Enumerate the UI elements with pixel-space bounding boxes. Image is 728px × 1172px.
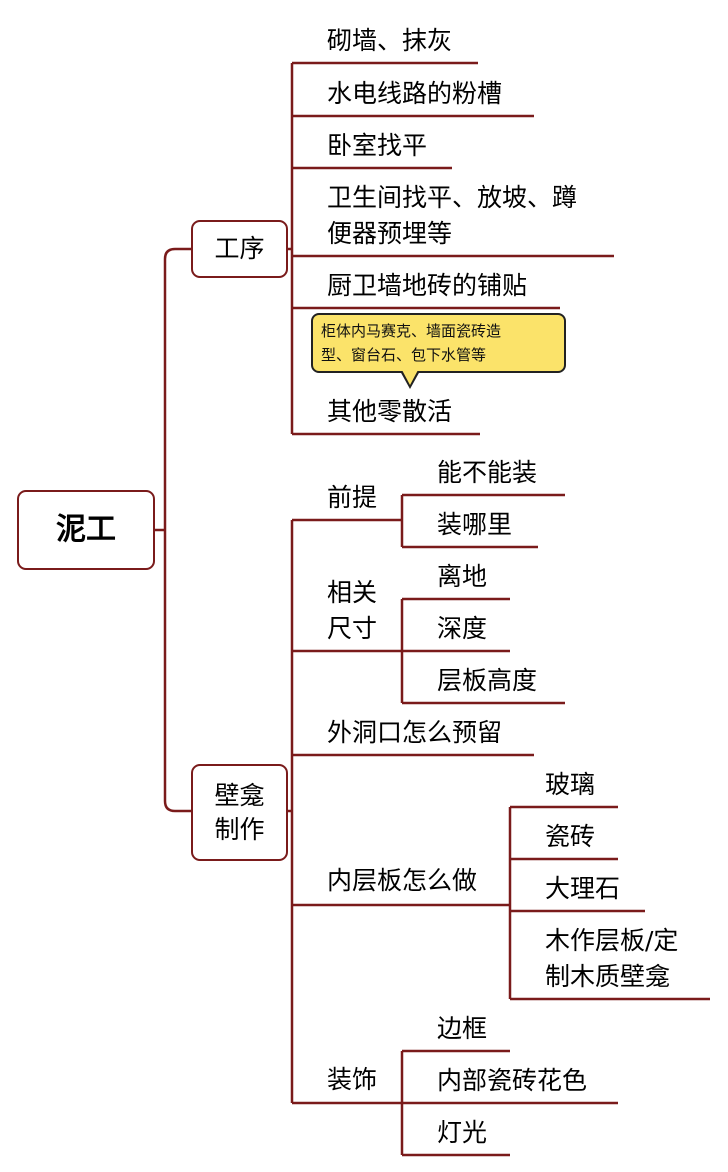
node-dalishi[interactable]: 大理石 xyxy=(545,874,621,903)
node-xiangguan-line1[interactable]: 相关 xyxy=(327,578,378,607)
node-cizhuan[interactable]: 瓷砖 xyxy=(545,822,596,851)
node-qita[interactable]: 其他零散活 xyxy=(327,397,453,426)
node-dengguang[interactable]: 灯光 xyxy=(437,1118,488,1147)
gongxu-label: 工序 xyxy=(214,234,265,263)
node-muzuo-line1[interactable]: 木作层板/定 xyxy=(545,926,679,955)
node-qiqiang[interactable]: 砌墙、抹灰 xyxy=(327,26,453,55)
node-zhuangshi[interactable]: 装饰 xyxy=(327,1065,378,1094)
node-xiangguan-line2[interactable]: 尺寸 xyxy=(327,614,378,643)
node-fencao[interactable]: 水电线路的粉槽 xyxy=(327,79,503,108)
node-muzuo-line2[interactable]: 制木质壁龛 xyxy=(545,962,671,991)
node-nengbuneng[interactable]: 能不能装 xyxy=(437,458,538,487)
node-biankuang[interactable]: 边框 xyxy=(437,1014,488,1043)
node-weishengjian-line2[interactable]: 便器预埋等 xyxy=(327,219,453,248)
bikan-label-line1: 壁龛 xyxy=(214,780,265,810)
node-cengban-gaodu[interactable]: 层板高度 xyxy=(437,666,538,695)
note-line1: 柜体内马赛克、墙面瓷砖造 xyxy=(321,322,502,340)
note-callout-tail-fill xyxy=(402,370,418,385)
node-chuwei[interactable]: 厨卫墙地砖的铺贴 xyxy=(327,271,528,300)
node-gongxu[interactable]: 工序 xyxy=(191,220,288,278)
node-bikan[interactable]: 壁龛 制作 xyxy=(191,764,288,861)
node-lidi[interactable]: 离地 xyxy=(437,562,488,591)
note-callout[interactable]: 柜体内马赛克、墙面瓷砖造 型、窗台石、包下水管等 xyxy=(311,313,566,373)
root-label: 泥工 xyxy=(56,512,116,547)
bikan-label-line2: 制作 xyxy=(214,814,265,844)
node-qianti[interactable]: 前提 xyxy=(327,483,378,512)
node-boli[interactable]: 玻璃 xyxy=(545,770,596,799)
node-woshi[interactable]: 卧室找平 xyxy=(327,131,428,160)
note-line2: 型、窗台石、包下水管等 xyxy=(321,346,487,364)
node-weishengjian-line1[interactable]: 卫生间找平、放坡、蹲 xyxy=(327,183,578,212)
node-waidongkou[interactable]: 外洞口怎么预留 xyxy=(327,718,503,747)
node-zhuangnali[interactable]: 装哪里 xyxy=(437,510,513,539)
node-shendu[interactable]: 深度 xyxy=(437,614,488,643)
node-neicengban[interactable]: 内层板怎么做 xyxy=(327,866,478,895)
root-node[interactable]: 泥工 xyxy=(17,490,155,570)
connector-root-trunk xyxy=(163,247,176,813)
node-huase[interactable]: 内部瓷砖花色 xyxy=(437,1066,588,1095)
